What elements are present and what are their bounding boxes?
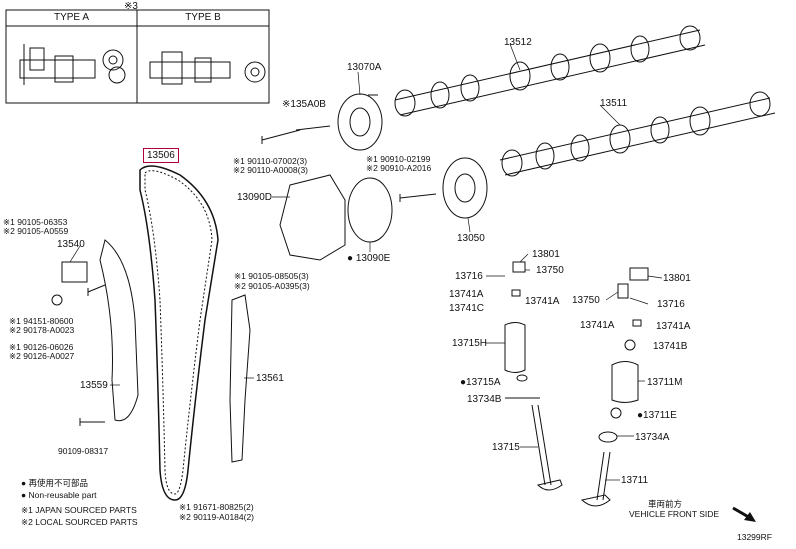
- part-135A0B: [295, 125, 331, 131]
- part-13711E-label[interactable]: ●13711E: [637, 410, 677, 421]
- type-b-header: TYPE B: [185, 12, 221, 23]
- legend-nonreusable-en: ● Non-reusable part: [21, 490, 97, 500]
- part-90110-07002-label[interactable]: ※1 90110-07002(3): [233, 156, 308, 166]
- part-13512-label[interactable]: 13512: [504, 37, 532, 48]
- slipper-13559: [99, 239, 139, 422]
- part-135A0B-label[interactable]: ※135A0B: [282, 99, 326, 110]
- timing-chain-13506: [139, 165, 219, 501]
- part-90110-A0008-label[interactable]: ※2 90110-A0008(3): [233, 165, 309, 175]
- part-13070A-label[interactable]: 13070A: [347, 62, 382, 73]
- part-13801-right-label[interactable]: 13801: [663, 273, 691, 284]
- part-13711M-label[interactable]: 13711M: [647, 377, 683, 388]
- part-91671-80825-label[interactable]: ※1 91671-80825(2): [179, 502, 254, 512]
- type-a-sketch: [19, 44, 126, 85]
- part-90119-A0184-label[interactable]: ※2 90119-A0184(2): [179, 512, 255, 522]
- part-13711-label[interactable]: 13711: [621, 475, 649, 486]
- valve-train-left: [504, 261, 563, 491]
- bolt-90109: [79, 418, 105, 426]
- part-13559-label[interactable]: 13559: [80, 380, 108, 391]
- camshaft-13511: [499, 91, 776, 177]
- seal-13090E: [347, 177, 393, 243]
- part-13715A-label[interactable]: ●13715A: [460, 377, 501, 388]
- part-90105-A0559-label[interactable]: ※2 90105-A0559: [3, 226, 69, 236]
- gear-13050: [442, 157, 488, 219]
- part-94151-80600-label[interactable]: ※1 94151-80600: [9, 316, 74, 326]
- camshaft-13512: [394, 25, 706, 117]
- part-13734B-label[interactable]: 13734B: [467, 394, 502, 405]
- part-13750-right-label[interactable]: 13750: [572, 295, 600, 306]
- part-90910-A2016-label[interactable]: ※2 90910-A2016: [366, 163, 432, 173]
- type-a-header: TYPE A: [53, 12, 89, 23]
- part-13741A-left1-label[interactable]: 13741A: [449, 289, 484, 300]
- part-13050-label[interactable]: 13050: [457, 233, 485, 244]
- part-90910-02199-label[interactable]: ※1 90910-02199: [366, 154, 431, 164]
- type-b-sketch: [149, 51, 266, 85]
- part-13741A-right1-label[interactable]: 13741A: [580, 320, 615, 331]
- vehicle-front-arrow: [732, 506, 756, 522]
- front-side-en: VEHICLE FRONT SIDE: [629, 509, 720, 519]
- washer-94151: [51, 294, 63, 306]
- top-note: ※3: [124, 1, 138, 12]
- bolt-90126: [87, 284, 106, 296]
- part-13741A-right2-label[interactable]: 13741A: [656, 321, 691, 332]
- part-13090E-label[interactable]: ● 13090E: [347, 253, 391, 264]
- part-90178-A0023-label[interactable]: ※2 90178-A0023: [9, 325, 75, 335]
- part-90105-08505-label[interactable]: ※1 90105-08505(3): [234, 271, 309, 281]
- part-13741B-label[interactable]: 13741B: [653, 341, 688, 352]
- gear-13070A: [337, 93, 383, 151]
- part-90126-A0027-label[interactable]: ※2 90126-A0027: [9, 351, 75, 361]
- diagram-code: 13299RF: [737, 532, 772, 542]
- part-90109-08317-label[interactable]: 90109-08317: [58, 446, 109, 456]
- part-13801-left-label[interactable]: 13801: [532, 249, 560, 260]
- bolt-90910: [399, 193, 437, 202]
- part-90105-06353-label[interactable]: ※1 90105-06353: [3, 217, 68, 227]
- part-13750-left-label[interactable]: 13750: [536, 265, 564, 276]
- part-13741A-left2-label[interactable]: 13741A: [525, 296, 560, 307]
- part-13540-label[interactable]: 13540: [57, 239, 85, 250]
- part-13506-label[interactable]: 13506: [143, 148, 179, 163]
- part-13561-label[interactable]: 13561: [256, 373, 284, 384]
- part-90105-A0395-label[interactable]: ※2 90105-A0395(3): [234, 281, 310, 291]
- part-13511-label[interactable]: 13511: [600, 98, 628, 109]
- part-13715-label[interactable]: 13715: [492, 442, 520, 453]
- part-90126-06026-label[interactable]: ※1 90126-06026: [9, 342, 74, 352]
- part-13090D-label[interactable]: 13090D: [237, 192, 273, 203]
- legend-local-sourced: ※2 LOCAL SOURCED PARTS: [21, 517, 138, 527]
- tensioner-13540: [61, 261, 88, 283]
- cover-13090D: [279, 174, 346, 261]
- valve-train-right: [580, 267, 649, 507]
- part-13741C-label[interactable]: 13741C: [449, 303, 485, 314]
- part-13715H-label[interactable]: 13715H: [452, 338, 488, 349]
- part-13734A-label[interactable]: 13734A: [635, 432, 670, 443]
- legend-japan-sourced: ※1 JAPAN SOURCED PARTS: [21, 505, 137, 515]
- front-side-jp: 車両前方: [648, 499, 683, 509]
- part-13716-left-label[interactable]: 13716: [455, 271, 483, 282]
- part-13716-right-label[interactable]: 13716: [657, 299, 685, 310]
- timing-chain-inner: [144, 170, 213, 495]
- guide-13561: [229, 294, 251, 463]
- legend-nonreusable-jp: ● 再使用不可部品: [21, 478, 88, 488]
- bolt-90110: [261, 129, 301, 144]
